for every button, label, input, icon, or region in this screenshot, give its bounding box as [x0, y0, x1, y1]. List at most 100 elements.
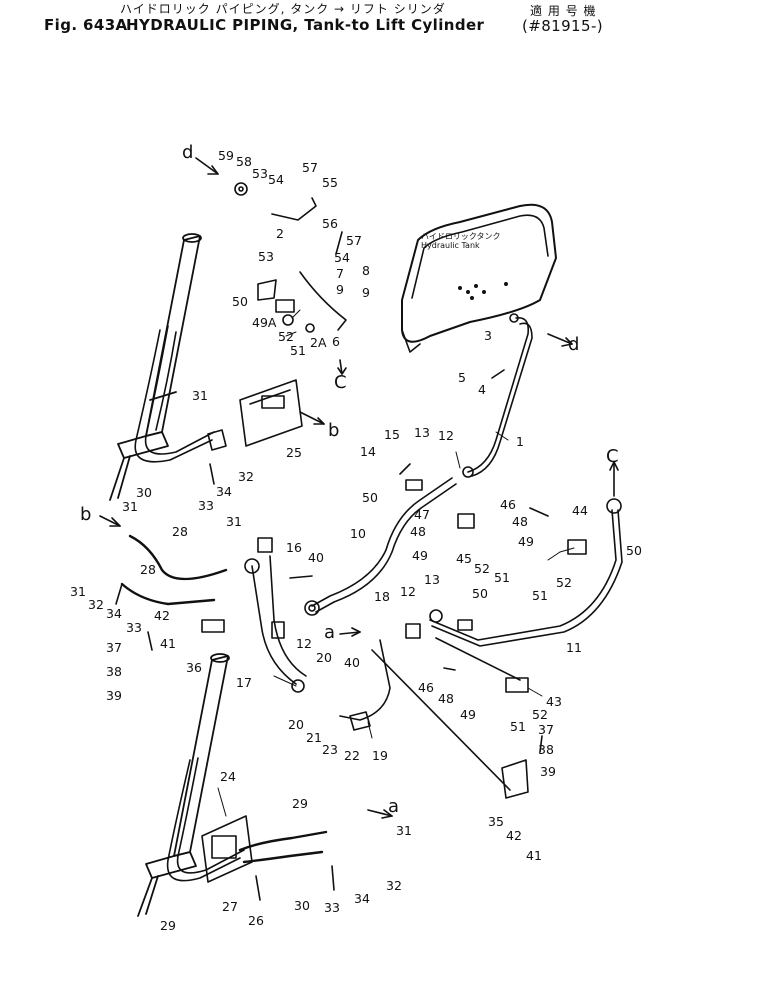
callout-57: 57 — [346, 233, 362, 248]
callout-32: 32 — [386, 878, 402, 893]
callout-30: 30 — [294, 898, 310, 913]
callout-14: 14 — [360, 444, 376, 459]
callout-11: 11 — [566, 640, 582, 655]
callout-48: 48 — [438, 691, 454, 706]
callout-49: 49 — [412, 548, 428, 563]
callout-45: 45 — [456, 551, 472, 566]
callout-53: 53 — [252, 166, 268, 181]
callout-40: 40 — [308, 550, 324, 565]
callout-9: 9 — [336, 282, 344, 297]
callout-27: 27 — [222, 899, 238, 914]
callout-20: 20 — [316, 650, 332, 665]
callout-21: 21 — [306, 730, 322, 745]
callout-28: 28 — [172, 524, 188, 539]
callout-52: 52 — [278, 329, 294, 344]
callout-47: 47 — [414, 507, 430, 522]
callout-31: 31 — [122, 499, 138, 514]
pipe-1 — [467, 317, 530, 473]
callout-12: 12 — [400, 584, 416, 599]
callout-32: 32 — [238, 469, 254, 484]
callout-16: 16 — [286, 540, 302, 555]
callout-12: 12 — [438, 428, 454, 443]
callout-49: 49 — [518, 534, 534, 549]
callout-12: 12 — [296, 636, 312, 651]
bolts — [115, 231, 549, 901]
callout-15: 15 — [384, 427, 400, 442]
callout-8: 8 — [362, 263, 370, 278]
fittings — [201, 182, 622, 799]
callout-37: 37 — [106, 640, 122, 655]
callout-22: 22 — [344, 748, 360, 763]
callout-49: 49 — [460, 707, 476, 722]
callout-59: 59 — [218, 148, 234, 163]
callout-51: 51 — [532, 588, 548, 603]
callout-55: 55 — [322, 175, 338, 190]
pipe-2 — [299, 271, 347, 331]
hose-29-lower — [242, 850, 324, 864]
reference-letter-c: C — [606, 446, 619, 467]
hose-28-upper — [128, 534, 228, 581]
callout-17: 17 — [236, 675, 252, 690]
callout-46: 46 — [418, 680, 434, 695]
callout-3: 3 — [484, 328, 492, 343]
callout-26: 26 — [248, 913, 264, 928]
figure-number: Fig. 643A — [44, 16, 128, 34]
callout-1: 1 — [516, 434, 524, 449]
reference-letter-b: b — [328, 420, 339, 441]
serial-range: (#81915-) — [522, 17, 604, 35]
callout-18: 18 — [374, 589, 390, 604]
pipe-17-b — [269, 555, 307, 677]
callout-52: 52 — [474, 561, 490, 576]
callout-50: 50 — [232, 294, 248, 309]
callout-29: 29 — [160, 918, 176, 933]
callout-9: 9 — [362, 285, 370, 300]
callout-29: 29 — [292, 796, 308, 811]
hose-bundle-upper — [134, 325, 215, 463]
callout-33: 33 — [198, 498, 214, 513]
pipe-10-inner — [315, 483, 457, 613]
callout-leaders — [217, 309, 575, 817]
callout-38: 38 — [106, 664, 122, 679]
lift-cylinder-lower — [137, 653, 230, 917]
pipe-2-upper — [271, 197, 317, 221]
callout-31: 31 — [192, 388, 208, 403]
callout-7: 7 — [336, 266, 344, 281]
callout-20: 20 — [288, 717, 304, 732]
callout-42: 42 — [506, 828, 522, 843]
reference-letter-c: C — [334, 372, 347, 393]
callout-54: 54 — [268, 172, 284, 187]
figure-title: HYDRAULIC PIPING, Tank-to Lift Cylinder — [126, 16, 485, 34]
callout-52: 52 — [556, 575, 572, 590]
pipe-43 — [435, 637, 521, 681]
callout-5: 5 — [458, 370, 466, 385]
callout-35: 35 — [488, 814, 504, 829]
tank-label-en: Hydraulic Tank — [421, 241, 480, 250]
callout-30: 30 — [136, 485, 152, 500]
reference-letter-d: d — [182, 142, 193, 163]
callout-46: 46 — [500, 497, 516, 512]
callout-4: 4 — [478, 382, 486, 397]
reference-letter-d: d — [568, 334, 579, 355]
callout-51: 51 — [290, 343, 306, 358]
callout-33: 33 — [126, 620, 142, 635]
callout-34: 34 — [106, 606, 122, 621]
callout-31: 31 — [70, 584, 86, 599]
callout-31: 31 — [226, 514, 242, 529]
callout-50: 50 — [472, 586, 488, 601]
pipe-11-inner — [431, 509, 623, 647]
callout-24: 24 — [220, 769, 236, 784]
reference-letter-b: b — [80, 504, 91, 525]
callout-28: 28 — [140, 562, 156, 577]
callout-49A: 49A — [252, 315, 277, 330]
callout-41: 41 — [160, 636, 176, 651]
direction-arrows — [99, 157, 619, 819]
callout-23: 23 — [322, 742, 338, 757]
pipe-17 — [251, 565, 297, 685]
pipe-19 — [339, 639, 391, 721]
callout-48: 48 — [410, 524, 426, 539]
callout-51: 51 — [510, 719, 526, 734]
callout-2A: 2A — [310, 335, 327, 350]
